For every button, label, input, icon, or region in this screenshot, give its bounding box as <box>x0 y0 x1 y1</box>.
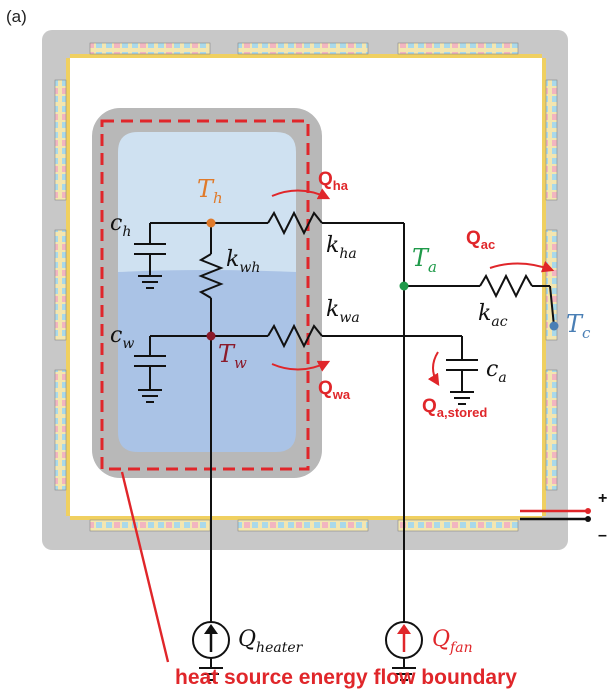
label-Ta: Ta <box>412 244 437 276</box>
heater-source <box>192 621 230 659</box>
label-Qwa: Qwa <box>318 378 351 402</box>
fan-source <box>385 621 423 659</box>
heat-source-boundary <box>100 119 310 471</box>
enclosure-walls <box>54 42 558 532</box>
terminal-plus: + <box>598 490 607 507</box>
tank-water-hot <box>118 132 296 280</box>
label-kac: kac <box>478 301 508 330</box>
label-kwa: kwa <box>326 297 360 326</box>
heat-flow-arrows <box>271 188 555 387</box>
label-Qac: Qac <box>466 228 495 252</box>
node-tw-dot <box>206 331 216 341</box>
node-th-dot <box>206 218 216 228</box>
label-Tw: Tw <box>218 340 247 372</box>
label-Qas: Qa,stored <box>422 396 487 420</box>
node-ta-dot <box>399 281 409 291</box>
terminal-minus: – <box>598 527 607 544</box>
label-kha: kha <box>326 233 357 262</box>
label-Th: Th <box>197 175 223 207</box>
label-Qheater: Qheater <box>238 627 304 656</box>
label-Qha: Qha <box>318 169 349 193</box>
label-cw: cw <box>110 323 134 352</box>
boundary-caption: heat source energy flow boundary <box>175 666 517 689</box>
label-Tc: Tc <box>566 310 591 342</box>
panel-label: (a) <box>6 7 27 26</box>
label-kwh: kwh <box>226 247 260 276</box>
label-ch: ch <box>110 211 131 240</box>
power-leads <box>520 508 591 522</box>
boundary-leader-line <box>120 471 170 663</box>
label-ca: ca <box>486 357 507 386</box>
tank-water-cold <box>118 270 296 452</box>
node-tc-dot <box>549 321 559 331</box>
label-Qfan: Qfan <box>432 627 473 656</box>
